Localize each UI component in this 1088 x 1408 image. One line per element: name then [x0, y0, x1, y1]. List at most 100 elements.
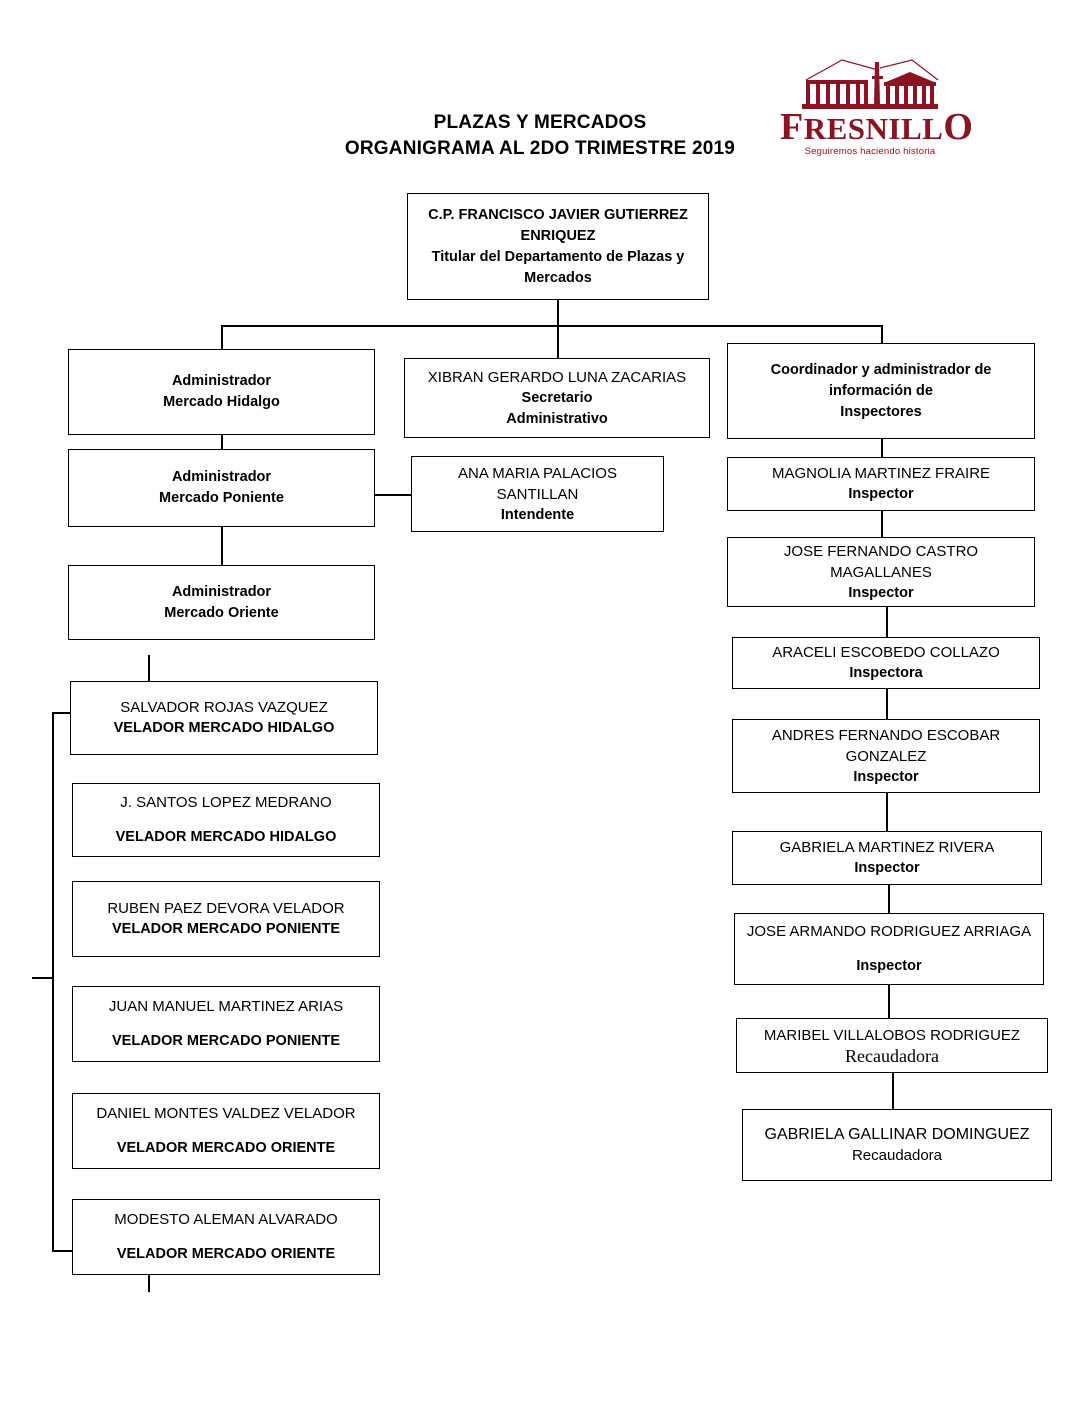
coordinador-line1: Coordinador y administrador de [770, 361, 992, 378]
node-intendente[interactable]: ANA MARIA PALACIOS SANTILLAN Intendente [411, 456, 664, 532]
fresnillo-monument-icon [802, 59, 939, 109]
node-admin-mercado-hidalgo[interactable]: Administrador Mercado Hidalgo [68, 349, 375, 435]
modesto-role: VELADOR MERCADO ORIENTE [116, 1246, 336, 1262]
intendente-name-line1: ANA MARIA PALACIOS [458, 464, 617, 482]
gabriela-name: GABRIELA MARTINEZ RIVERA [779, 839, 995, 856]
titular-name-line2: ENRIQUEZ [520, 227, 596, 244]
connector-gabriela-armando [888, 885, 890, 913]
salvador-role: VELADOR MERCADO HIDALGO [113, 720, 335, 736]
connector-andres-gabriela [886, 793, 888, 831]
connector-velador-bracket-spine [52, 712, 54, 1252]
titular-name-line1: C.P. FRANCISCO JAVIER GUTIERREZ [428, 206, 688, 223]
admin-hidalgo-line2: Mercado Hidalgo [163, 394, 280, 410]
secretario-role-line1: Secretario [521, 389, 593, 406]
secretario-name: XIBRAN GERARDO LUNA ZACARIAS [427, 368, 687, 386]
node-velador-santos[interactable]: J. SANTOS LOPEZ MEDRANO VELADOR MERCADO … [72, 783, 380, 857]
logo-wordmark: FRESNILLO [780, 108, 973, 146]
admin-hidalgo-line1: Administrador [171, 373, 272, 389]
intendente-name-line2: SANTILLAN [496, 485, 579, 503]
andres-role: Inspector [853, 768, 919, 785]
connector-hidalgo-poniente [221, 435, 223, 449]
juan-name: JUAN MANUEL MARTINEZ ARIAS [108, 998, 344, 1015]
admin-oriente-line1: Administrador [171, 583, 272, 600]
salvador-name: SALVADOR ROJAS VAZQUEZ [120, 699, 328, 716]
node-inspector-gabriela[interactable]: GABRIELA MARTINEZ RIVERA Inspector [732, 831, 1042, 885]
admin-poniente-line1: Administrador [171, 469, 272, 485]
logo-tagline: Seguiremos haciendo historia [804, 146, 936, 157]
connector-magnolia-castro [881, 511, 883, 537]
maribel-role: Recaudadora [845, 1045, 939, 1066]
node-inspector-castro[interactable]: JOSE FERNANDO CASTRO MAGALLANES Inspecto… [727, 537, 1035, 607]
gallinar-role: Recaudadora [851, 1147, 943, 1164]
connector-velador-bracket-bottom [52, 1250, 74, 1252]
admin-oriente-line2: Mercado Oriente [164, 604, 279, 621]
node-admin-mercado-poniente[interactable]: Administrador Mercado Poniente [68, 449, 375, 527]
santos-name: J. SANTOS LOPEZ MEDRANO [120, 794, 332, 811]
node-recaudadora-gabriela[interactable]: GABRIELA GALLINAR DOMINGUEZ Recaudadora [742, 1109, 1052, 1181]
coordinador-line2: información de [829, 382, 933, 399]
castro-name-line1: JOSE FERNANDO CASTRO [783, 542, 979, 560]
node-coordinador-inspectores[interactable]: Coordinador y administrador de informaci… [727, 343, 1035, 439]
admin-poniente-line2: Mercado Poniente [159, 490, 284, 506]
title-line-1: PLAZAS Y MERCADOS [433, 112, 647, 133]
connector-armando-maribel [888, 985, 890, 1018]
connector-poniente-oriente [221, 527, 223, 565]
magnolia-name: MAGNOLIA MARTINEZ FRAIRE [771, 465, 991, 482]
fresnillo-logo: FRESNILLO Seguiremos haciendo historia [780, 58, 973, 170]
connector-maribel-gabrielag [892, 1073, 894, 1109]
armando-role: Inspector [856, 958, 922, 974]
connector-coordinador-magnolia [881, 439, 883, 457]
logo-wordmark-o: O [943, 106, 974, 148]
andres-name-line2: GONZALEZ [845, 747, 927, 765]
title-line-2: ORGANIGRAMA AL 2DO TRIMESTRE 2019 [344, 138, 736, 159]
node-velador-salvador[interactable]: SALVADOR ROJAS VAZQUEZ VELADOR MERCADO H… [70, 681, 378, 755]
node-velador-modesto[interactable]: MODESTO ALEMAN ALVARADO VELADOR MERCADO … [72, 1199, 380, 1275]
node-inspector-armando[interactable]: JOSE ARMANDO RODRIGUEZ ARRIAGA Inspector [734, 913, 1044, 985]
santos-role: VELADOR MERCADO HIDALGO [115, 829, 337, 845]
coordinador-line3: Inspectores [840, 403, 922, 420]
node-admin-mercado-oriente[interactable]: Administrador Mercado Oriente [68, 565, 375, 640]
castro-role: Inspector [848, 584, 914, 601]
gabriela-role: Inspector [854, 860, 920, 876]
connector-titular-stem [557, 300, 559, 326]
connector-drop-coordinador [881, 325, 883, 343]
titular-role-line2: Mercados [524, 269, 592, 286]
connector-velador-top-stem [148, 655, 150, 681]
daniel-role: VELADOR MERCADO ORIENTE [116, 1140, 336, 1156]
titular-role-line1: Titular del Departamento de Plazas y [431, 248, 685, 265]
node-velador-daniel[interactable]: DANIEL MONTES VALDEZ VELADOR VELADOR MER… [72, 1093, 380, 1169]
connector-araceli-andres [886, 689, 888, 719]
node-velador-juan[interactable]: JUAN MANUEL MARTINEZ ARIAS VELADOR MERCA… [72, 986, 380, 1062]
juan-role: VELADOR MERCADO PONIENTE [112, 1033, 340, 1049]
ruben-role: VELADOR MERCADO PONIENTE [112, 921, 340, 937]
page-title: PLAZAS Y MERCADOS ORGANIGRAMA AL 2DO TRI… [180, 110, 900, 162]
node-titular[interactable]: C.P. FRANCISCO JAVIER GUTIERREZ ENRIQUEZ… [407, 193, 709, 300]
connector-bus-row2 [221, 325, 883, 327]
connector-velador-bottom-stem [148, 1272, 150, 1292]
armando-name: JOSE ARMANDO RODRIGUEZ ARRIAGA [746, 923, 1032, 940]
araceli-name: ARACELI ESCOBEDO COLLAZO [772, 644, 1000, 661]
connector-velador-bracket-top [52, 712, 72, 714]
castro-name-line2: MAGALLANES [830, 563, 932, 581]
logo-wordmark-mid: RESNILL [803, 111, 944, 146]
node-velador-ruben[interactable]: RUBEN PAEZ DEVORA VELADOR VELADOR MERCAD… [72, 881, 380, 957]
connector-castro-araceli [886, 607, 888, 637]
gallinar-name: GABRIELA GALLINAR DOMINGUEZ [764, 1126, 1030, 1143]
node-inspector-magnolia[interactable]: MAGNOLIA MARTINEZ FRAIRE Inspector [727, 457, 1035, 511]
node-secretario-administrativo[interactable]: XIBRAN GERARDO LUNA ZACARIAS Secretario … [404, 358, 710, 438]
secretario-role-line2: Administrativo [506, 410, 608, 427]
logo-wordmark-f: F [780, 106, 804, 148]
magnolia-role: Inspector [848, 486, 914, 502]
maribel-name: MARIBEL VILLALOBOS RODRIGUEZ [763, 1026, 1021, 1044]
node-recaudadora-maribel[interactable]: MARIBEL VILLALOBOS RODRIGUEZ Recaudadora [736, 1018, 1048, 1073]
connector-poniente-intendente [375, 494, 412, 496]
araceli-role: Inspectora [849, 665, 923, 681]
node-inspectora-araceli[interactable]: ARACELI ESCOBEDO COLLAZO Inspectora [732, 637, 1040, 689]
connector-velador-bracket-stub [32, 977, 54, 979]
andres-name-line1: ANDRES FERNANDO ESCOBAR [771, 726, 1001, 744]
connector-drop-admin-hidalgo [221, 325, 223, 349]
connector-drop-secretario [557, 325, 559, 358]
modesto-name: MODESTO ALEMAN ALVARADO [114, 1211, 338, 1228]
node-inspector-andres[interactable]: ANDRES FERNANDO ESCOBAR GONZALEZ Inspect… [732, 719, 1040, 793]
